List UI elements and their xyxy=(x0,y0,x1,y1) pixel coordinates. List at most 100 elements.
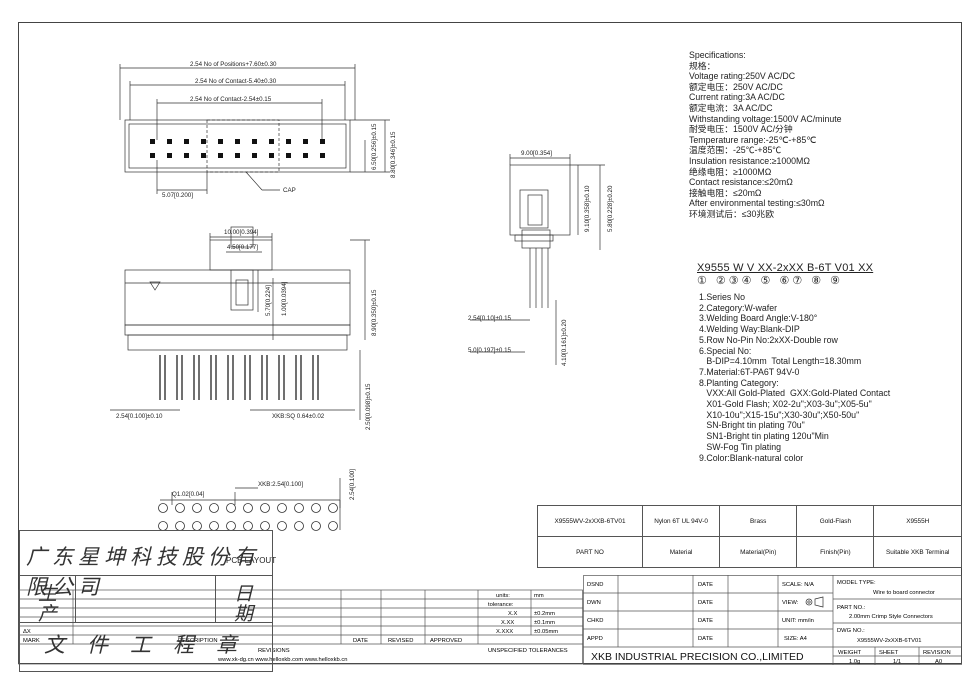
date-label-2: DATE xyxy=(698,600,713,606)
drawing-frame xyxy=(18,22,962,664)
revised-label: REVISED xyxy=(388,638,413,644)
legend-line: 7.Material:6T-PA6T 94V-0 xyxy=(699,366,800,377)
dim-height-b: 8.80[0.346]±0.15 xyxy=(390,131,397,178)
dim-latch: 5.70[0.224] xyxy=(265,285,272,316)
material-table: X9555WV-2xXXB-6TV01 Nylon 6T UL 94V-0 Br… xyxy=(537,505,962,568)
title-block: DSND DWN CHKD APPD DATE DATE DATE DATE S… xyxy=(583,575,962,665)
header-material: Material xyxy=(641,536,721,568)
tol-xx-value: ±0.2mm xyxy=(534,611,555,617)
legend-line: 2.Category:W-wafer xyxy=(699,302,778,313)
spec-line: 额定电压：250V AC/DC xyxy=(689,81,783,92)
header-finish: Finish(Pin) xyxy=(796,536,875,568)
dsnd-label: DSND xyxy=(587,582,603,588)
model-type-label: MODEL TYPE: xyxy=(837,580,876,586)
tol-xx: X.X xyxy=(508,611,517,617)
spec-line: Voltage rating:250V AC/DC xyxy=(689,71,796,82)
spec-line: 额定电流：3A AC/DC xyxy=(689,102,773,113)
dim-contact-a: 2.54 No of Contact-5.40±0.30 xyxy=(195,78,277,85)
weight-label: WEIGHT xyxy=(838,650,862,656)
dim-height-front: 8.90[0.350]±0.15 xyxy=(371,289,378,336)
top-view-body xyxy=(124,119,351,173)
spec-title: Specifications: xyxy=(689,50,746,60)
tol-xxxx-value: ±0.05mm xyxy=(534,629,558,635)
date-label-1: DATE xyxy=(698,582,713,588)
part-number-code: X9555 W V XX-2xXX B-6T V01 XX ① ②③④ ⑤ ⑥⑦… xyxy=(697,262,873,287)
date-label: DATE xyxy=(353,638,368,644)
stamp-engineering-seal: 文件工程章 xyxy=(44,633,259,657)
tolerance-label: tolerance: xyxy=(488,602,514,608)
stamp-header: 广东星坤科技股份有限公司 xyxy=(20,531,272,599)
legend-line: VXX:All Gold-Plated GXX:Gold-Plated Cont… xyxy=(699,388,891,399)
spec-line: 温度范围：-25℃-+85℃ xyxy=(689,145,782,156)
unspecified-label: UNSPECIFIED TOLERANCES xyxy=(488,648,568,654)
spec-line: Current rating:3A AC/DC xyxy=(689,92,785,103)
dim-layout-row: 2.54[0.100] xyxy=(349,469,356,500)
revisions-label: REVISIONS xyxy=(258,648,290,654)
stamp-sheng: 生 xyxy=(38,583,63,605)
cell-finish: Gold-Flash xyxy=(796,505,875,537)
projection-icon xyxy=(805,596,824,608)
legend-line: 1.Series No xyxy=(699,292,745,302)
tol-xxxx: X.XXX xyxy=(496,629,513,635)
scale-label: SCALE: N/A xyxy=(782,582,814,588)
spec-line: 耐受电压：1500V AC/分钟 xyxy=(689,124,793,135)
units-value: mm xyxy=(534,593,544,599)
revision-value: A0 xyxy=(935,659,942,665)
part-number-legend: 1.Series No 2.Category:W-wafer 3.Welding… xyxy=(699,292,890,463)
header-pin-material: Material(Pin) xyxy=(719,536,798,568)
spec-line: After environmental testing:≤30mΩ xyxy=(689,198,825,209)
dim-contact-b: 2.54 No of Contact-2.54±0.15 xyxy=(190,96,272,103)
tol-xxx-value: ±0.1mm xyxy=(534,620,555,626)
unit-label: UNIT: mm/in xyxy=(782,618,814,624)
spec-line: 接触电阻：≤20mΩ xyxy=(689,187,762,198)
header-terminal: Suitable XKB Terminal xyxy=(873,536,962,568)
stamp-chan: 产 xyxy=(38,603,63,625)
sheet-label: SHEET xyxy=(879,650,899,656)
dim-offset: 5.07[0.200] xyxy=(162,192,193,199)
company-name: XKB INDUSTRIAL PRECISION CO.,LIMITED xyxy=(591,651,804,663)
appd-label: APPD xyxy=(587,636,603,642)
stamp-ri: 日 xyxy=(234,583,259,605)
cell-material: Nylon 6T UL 94V-0 xyxy=(641,505,721,537)
spec-line: Temperature range:-25℃-+85℃ xyxy=(689,134,817,145)
header-part-no: PART NO xyxy=(537,536,643,568)
dim-width-inner: 4.50[0.177] xyxy=(227,244,258,251)
legend-line: 6.Special No: xyxy=(699,345,752,356)
dim-dip: 4.10[0.161]±0.20 xyxy=(561,319,568,366)
weight-value: 1.0g xyxy=(849,659,860,665)
dim-height-a: 6.50[0.256]±0.15 xyxy=(371,123,378,170)
spec-line: 规格： xyxy=(689,60,716,71)
legend-line: 5.Row No-Pin No:2xXX-Double row xyxy=(699,334,838,345)
legend-line: SW-Fog Tin plating xyxy=(699,441,781,452)
dwn-label: DWN xyxy=(587,600,601,606)
cell-terminal: X9555H xyxy=(873,505,962,537)
front-view-body xyxy=(124,269,351,326)
pcb-layout-label: PCB LAYOUT xyxy=(226,556,276,565)
company-stamp: 广东星坤科技股份有限公司 生 产 日 期 文件工程章 xyxy=(19,530,273,672)
side-view-body xyxy=(509,164,571,236)
spec-line: Withstanding voltage:1500V AC/minute xyxy=(689,113,842,124)
model-type-value: Wire to board connector xyxy=(873,590,935,596)
part-code-index: ① ②③④ ⑤ ⑥⑦ ⑧ ⑨ xyxy=(697,275,844,287)
dim-positions: 2.54 No of Positions+7.60±0.30 xyxy=(190,61,277,68)
legend-line: SN1-Bright tin plating 120u"Min xyxy=(699,431,829,442)
spec-line: Contact resistance:≤20mΩ xyxy=(689,177,793,188)
spec-line: 绝缘电阻：≥1000MΩ xyxy=(689,166,772,177)
dim-layout-pitch: XKB:2.54[0.100] xyxy=(258,481,303,488)
sheet-value: 1/1 xyxy=(893,659,901,665)
description-label: DESCRIPTION xyxy=(178,638,218,644)
tol-xxx: X.XX xyxy=(501,620,514,626)
dim-hole: Q1.02[0.04] xyxy=(172,491,205,498)
cell-pin-material: Brass xyxy=(719,505,798,537)
dim-pitch: 2.54[0.100]±0.10 xyxy=(116,413,163,420)
front-view-pins xyxy=(159,355,319,400)
date-label-4: DATE xyxy=(698,636,713,642)
part-code: X9555 W V XX-2xXX B-6T V01 XX xyxy=(697,262,874,274)
ax-label: ΔX xyxy=(23,629,31,635)
dim-latch-b: 1.00[0.0394] xyxy=(281,281,288,316)
dim-side-offset: 5.0[0.197]±0.15 xyxy=(468,347,512,354)
revision-label: REVISION xyxy=(923,650,951,656)
stamp-company-cn: 广东星坤科技股份有限公司 xyxy=(26,545,260,599)
specifications: Specifications: 规格： Voltage rating:250V … xyxy=(689,50,842,220)
size-label: SIZE: A4 xyxy=(784,636,808,642)
